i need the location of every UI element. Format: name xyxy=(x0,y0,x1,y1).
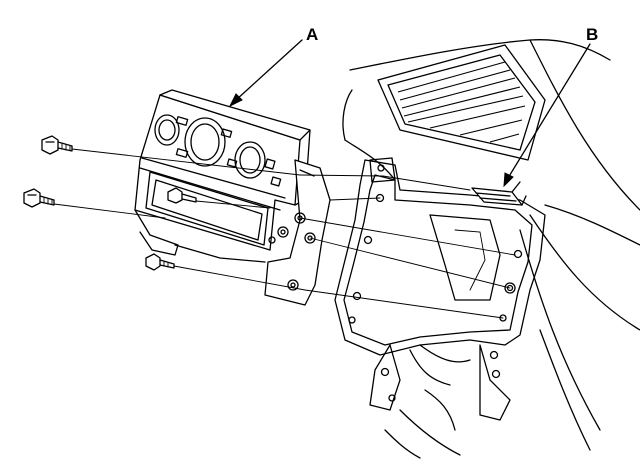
climate-control-unit-a xyxy=(134,89,331,306)
bolt-icon xyxy=(41,135,73,155)
bolt-2 xyxy=(23,188,55,208)
callout-label-b: B xyxy=(586,25,598,44)
dashboard-panel xyxy=(342,39,640,459)
bolt-icon xyxy=(23,188,55,208)
callout-arrow-a xyxy=(228,39,303,108)
callout-arrow-b xyxy=(503,43,591,188)
bolt-1 xyxy=(41,135,73,155)
connector-b xyxy=(471,181,527,206)
bolt-3 xyxy=(145,253,175,271)
air-vent xyxy=(377,44,546,161)
alignment-lines xyxy=(53,148,516,319)
bolt-4 xyxy=(167,187,197,204)
callout-label-a: A xyxy=(306,25,318,44)
mounting-frame xyxy=(334,157,546,431)
bolt-icon xyxy=(145,253,175,271)
